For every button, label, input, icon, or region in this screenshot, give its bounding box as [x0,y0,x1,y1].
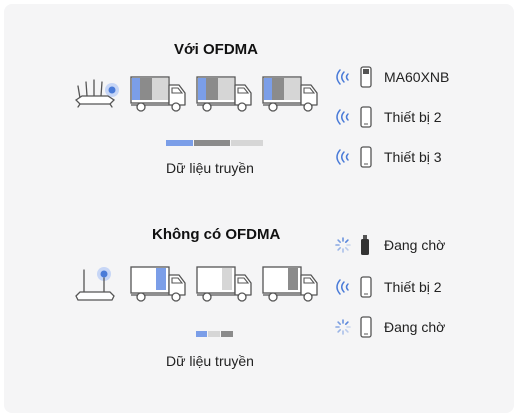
phone-icon [360,146,372,168]
data-transfer-bar [166,140,263,146]
loading-spinner-icon [335,237,351,253]
truck-icon [196,76,252,112]
phone-icon [360,276,372,298]
diagram-panel [4,4,514,413]
wifi6-router-icon [74,79,119,108]
device-label: MA60XNB [384,69,450,85]
device-label: Thiết bị 2 [384,279,442,295]
wifi-signal-icon [336,149,349,165]
wifi-signal-icon [336,69,349,85]
truck-icon [262,266,318,302]
router-icon [75,267,115,301]
truck-icon [262,76,318,112]
wifi-signal-icon [336,279,349,295]
device-label: Đang chờ [384,237,446,253]
data-caption: Dữ liệu truyền [166,353,254,369]
device-label: Thiết bị 2 [384,109,442,125]
device-label: Đang chờ [384,319,446,335]
usb-adapter-icon [360,66,372,88]
truck-icon [130,76,186,112]
data-transfer-bar [196,331,233,337]
data-caption: Dữ liệu truyền [166,160,254,176]
phone-icon [360,106,372,128]
truck-icon [196,266,252,302]
usb-adapter-icon [361,235,369,255]
section-title-no-ofdma: Không có OFDMA [152,226,281,243]
wifi-signal-icon [336,109,349,125]
loading-spinner-icon [335,319,351,335]
section-title-ofdma: Với OFDMA [174,41,258,58]
device-label: Thiết bị 3 [384,149,442,165]
phone-icon [360,316,372,338]
truck-icon [130,266,186,302]
